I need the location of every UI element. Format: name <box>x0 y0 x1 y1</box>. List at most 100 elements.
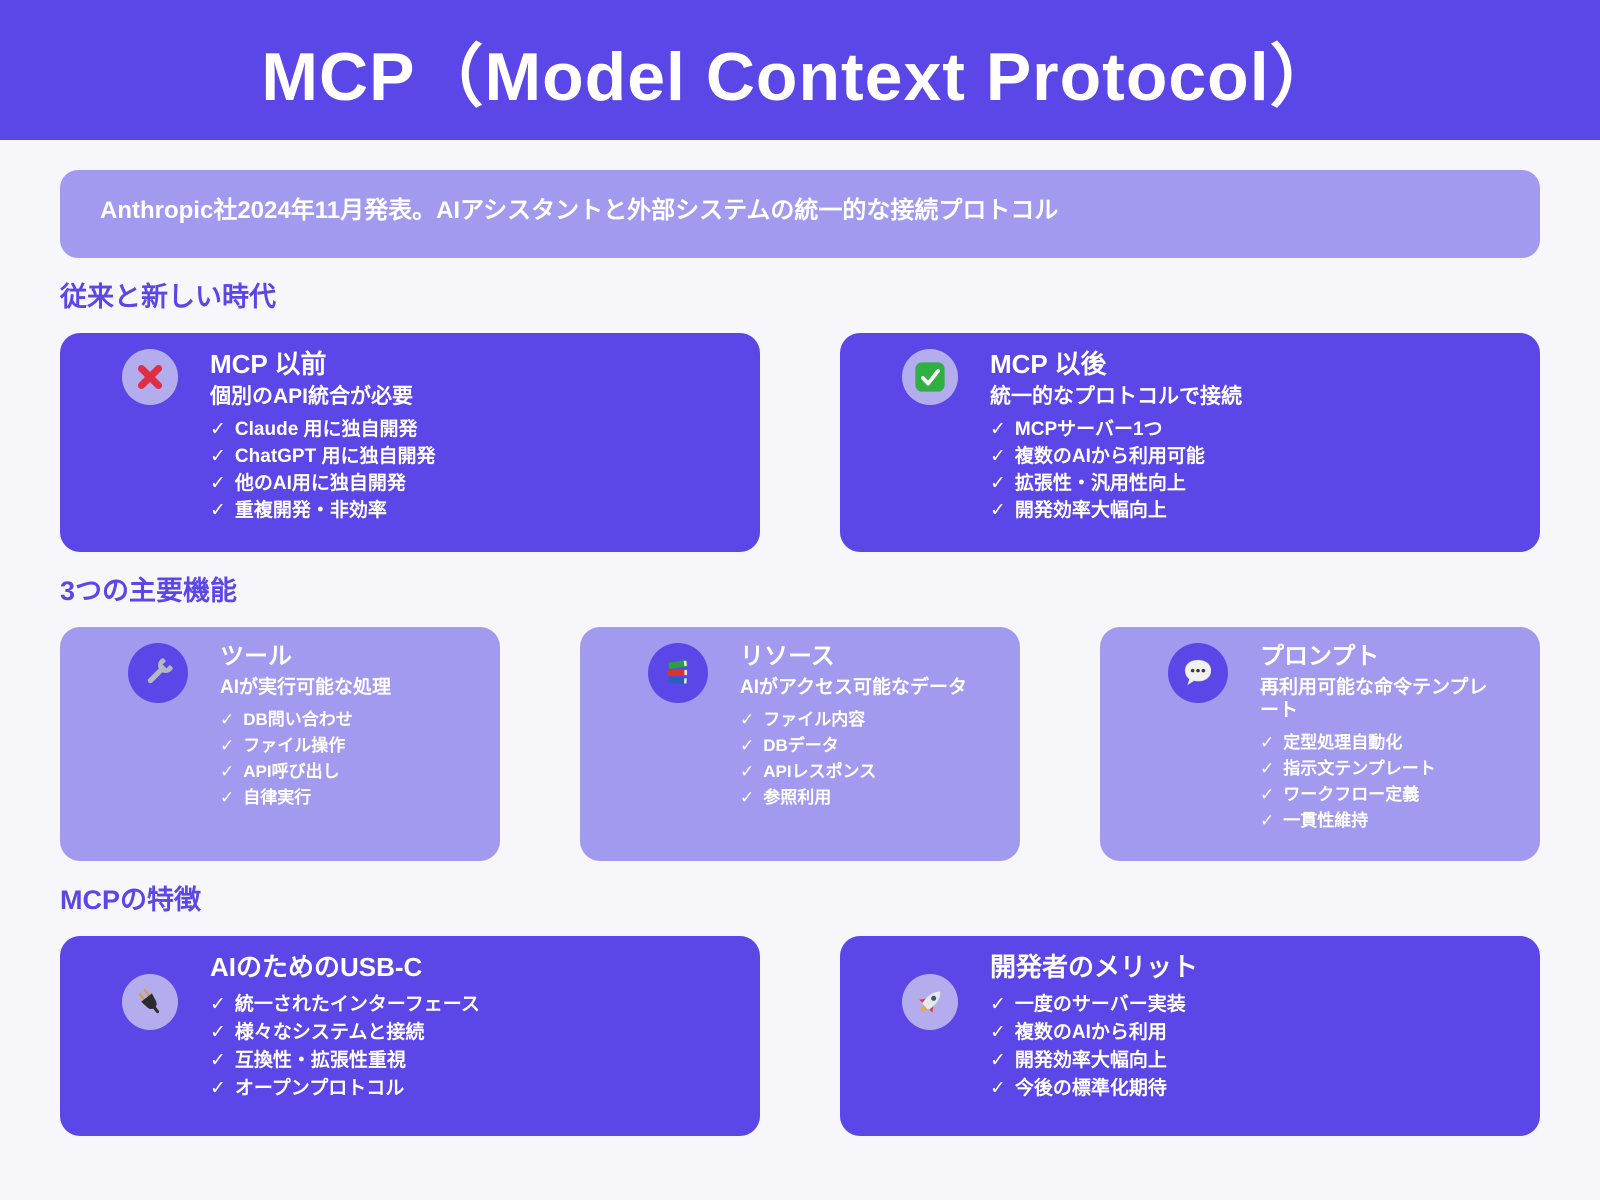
check-icon: ✓ <box>990 994 1006 1015</box>
check-item: ✓ 複数のAIから利用可能 <box>990 446 1242 468</box>
item-label: 重複開発・非効率 <box>234 500 387 521</box>
item-label: オープンプロトコル <box>234 1078 405 1099</box>
item-label: ファイル操作 <box>243 736 346 755</box>
functions-card-grid: ツール AIが実行可能な処理 ✓DB問い合わせ ✓ファイル操作 ✓API呼び出し… <box>60 627 1540 861</box>
item-label: ChatGPT 用に独自開発 <box>234 446 436 467</box>
check-icon: ✓ <box>740 788 755 807</box>
check-item: ✓ 一度のサーバー実装 <box>990 994 1198 1016</box>
card-subtitle: 個別のAPI統合が必要 <box>210 385 414 408</box>
item-label: ファイル内容 <box>763 710 866 729</box>
features-card-grid: AIのためのUSB-C ✓統一されたインターフェース ✓様々なシステムと接続 ✓… <box>60 936 1540 1136</box>
item-label: 定型処理自動化 <box>1283 733 1403 752</box>
check-icon: ✓ <box>1260 733 1275 752</box>
eras-card-grid: MCP 以前 個別のAPI統合が必要 ✓Claude 用に独自開発 ✓ChatG… <box>60 333 1540 552</box>
check-icon: ✓ <box>990 446 1006 467</box>
check-item: ✓ オープンプロトコル <box>210 1078 480 1100</box>
intro-banner: Anthropic社2024年11月発表。AIアシスタントと外部システムの統一的… <box>60 170 1540 258</box>
check-icon: ✓ <box>210 446 226 467</box>
card-mcp-after: MCP 以後 統一的なプロトコルで接続 ✓MCPサーバー1つ ✓複数のAIから利… <box>840 333 1540 552</box>
card-title: プロンプト <box>1260 643 1380 670</box>
page-title: MCP（Model Context Protocol） <box>261 38 1339 115</box>
check-item: ✓ 様々なシステムと接続 <box>210 1022 480 1044</box>
check-item: ✓ ChatGPT 用に独自開発 <box>210 446 435 468</box>
check-item: ✓APIレスポンス <box>740 761 967 782</box>
item-label: MCPサーバー1つ <box>1014 419 1163 440</box>
item-label: 一度のサーバー実装 <box>1014 994 1186 1015</box>
item-label: 自律実行 <box>243 788 312 807</box>
card-body: プロンプト 再利用可能な命令テンプレート ✓ 定型処理自動化 ✓ 指示文テンプレート… <box>1260 643 1504 831</box>
check-icon: ✓ <box>210 1022 226 1043</box>
cross-mark-icon <box>122 349 178 405</box>
card-body: ツール AIが実行可能な処理 ✓DB問い合わせ ✓ファイル操作 ✓API呼び出し… <box>220 643 391 808</box>
check-icon: ✓ <box>990 473 1006 494</box>
check-item: ✓ API呼び出し <box>220 761 391 782</box>
check-item: ✓ DBデータ <box>740 735 967 756</box>
item-label: 複数のAIから利用可能 <box>1014 446 1205 467</box>
item-label: API呼び出し <box>243 762 340 781</box>
check-item: ✓ ファイル内容 <box>740 709 967 730</box>
check-item: ✓ 自律実行 <box>220 787 391 808</box>
check-icon: ✓ <box>220 788 235 807</box>
item-label: 指示文テンプレート <box>1283 759 1436 778</box>
check-icon: ✓ <box>740 736 755 755</box>
check-item: ✓ 他のAI用に独自開発 <box>210 473 435 495</box>
card-tools: ツール AIが実行可能な処理 ✓DB問い合わせ ✓ファイル操作 ✓API呼び出し… <box>60 627 500 861</box>
check-icon: ✓ <box>210 1078 226 1099</box>
card-title: MCP 以後 <box>990 349 1107 379</box>
check-icon: ✓ <box>1260 759 1275 778</box>
card-title: 開発者のメリット <box>990 952 1199 982</box>
card-usb-c: AIのためのUSB-C ✓統一されたインターフェース ✓様々なシステムと接続 ✓… <box>60 936 760 1136</box>
check-icon: ✓ <box>740 710 755 729</box>
section-heading-functions: 3つの主要機能 <box>60 576 238 606</box>
card-body: リソース AIがアクセス可能なデータ ✓ファイル内容 ✓DBデータ ✓APIレス… <box>740 643 967 808</box>
check-icon: ✓ <box>210 1050 226 1071</box>
check-icon: ✓ <box>1260 811 1275 830</box>
check-icon: ✓ <box>220 736 235 755</box>
check-list: ✓ ファイル内容 ✓ DBデータ ✓APIレスポンス ✓ 参照利用 <box>740 709 967 808</box>
check-icon: ✓ <box>210 473 226 494</box>
check-item: ✓ 互換性・拡張性重視 <box>210 1050 480 1072</box>
check-item: ✓ 重複開発・非効率 <box>210 500 435 522</box>
check-item: ✓ DB問い合わせ <box>220 709 391 730</box>
item-label: 参照利用 <box>763 788 832 807</box>
item-label: 一貫性維持 <box>1283 811 1369 830</box>
check-icon: ✓ <box>210 500 226 521</box>
check-icon: ✓ <box>990 500 1006 521</box>
check-list: ✓統一されたインターフェース ✓様々なシステムと接続 ✓互換性・拡張性重視 ✓オ… <box>210 994 480 1100</box>
item-label: DB問い合わせ <box>243 710 353 729</box>
check-list: ✓Claude 用に独自開発 ✓ChatGPT 用に独自開発 ✓他のAI用に独自… <box>210 419 435 522</box>
check-item: ✓ワークフロー定義 <box>1260 784 1504 805</box>
section-features: MCPの特徴 AIのためのU <box>60 885 1540 1136</box>
check-list: ✓一度のサーバー実装 ✓複数のAIから利用 ✓開発効率大幅向上 ✓今後の標準化期… <box>990 994 1198 1100</box>
item-label: 開発効率大幅向上 <box>1014 500 1167 521</box>
card-subtitle: 再利用可能な命令テンプレート <box>1260 677 1488 721</box>
card-body: AIのためのUSB-C ✓統一されたインターフェース ✓様々なシステムと接続 ✓… <box>210 952 480 1106</box>
item-label: 複数のAIから利用 <box>1014 1022 1167 1043</box>
item-label: 他のAI用に独自開発 <box>234 473 406 494</box>
section-eras: 従来と新しい時代 MCP 以前 個別のAPI統合が必要 ✓Claude 用に独自… <box>60 282 1540 552</box>
item-label: APIレスポンス <box>763 762 877 781</box>
card-title: リソース <box>740 643 835 670</box>
item-label: 互換性・拡張性重視 <box>234 1050 406 1071</box>
card-subtitle: AIがアクセス可能なデータ <box>740 677 968 698</box>
speech-balloon-icon <box>1168 643 1228 703</box>
check-icon: ✓ <box>220 762 235 781</box>
card-mcp-before: MCP 以前 個別のAPI統合が必要 ✓Claude 用に独自開発 ✓ChatG… <box>60 333 760 552</box>
check-list: ✓ 定型処理自動化 ✓ 指示文テンプレート ✓ワークフロー定義 ✓ 一貫性維持 <box>1260 732 1504 831</box>
item-label: 様々なシステムと接続 <box>234 1022 425 1043</box>
check-icon: ✓ <box>220 710 235 729</box>
check-list: ✓ MCPサーバー1つ ✓ 複数のAIから利用可能 ✓ 拡張性・汎用性向上 ✓ 開発効率… <box>990 419 1242 522</box>
item-label: ワークフロー定義 <box>1283 785 1420 804</box>
item-label: DBデータ <box>763 736 839 755</box>
card-body: MCP 以前 個別のAPI統合が必要 ✓Claude 用に独自開発 ✓ChatG… <box>210 349 435 522</box>
wrench-icon <box>128 643 188 703</box>
card-body: 開発者のメリット ✓一度のサーバー実装 ✓複数のAIから利用 ✓開発効率大幅向上… <box>990 952 1198 1106</box>
intro-text: Anthropic社2024年11月発表。AIアシスタントと外部システムの統一的… <box>100 197 1059 224</box>
check-item: ✓ 定型処理自動化 <box>1260 732 1504 753</box>
check-item: ✓ 開発効率大幅向上 <box>990 500 1242 522</box>
check-icon: ✓ <box>990 1022 1006 1043</box>
check-icon: ✓ <box>210 419 226 440</box>
item-label: 拡張性・汎用性向上 <box>1014 473 1186 494</box>
mcp-infographic: MCP（Model Context Protocol） Anthropic社20… <box>0 0 1600 1136</box>
books-icon <box>648 643 708 703</box>
